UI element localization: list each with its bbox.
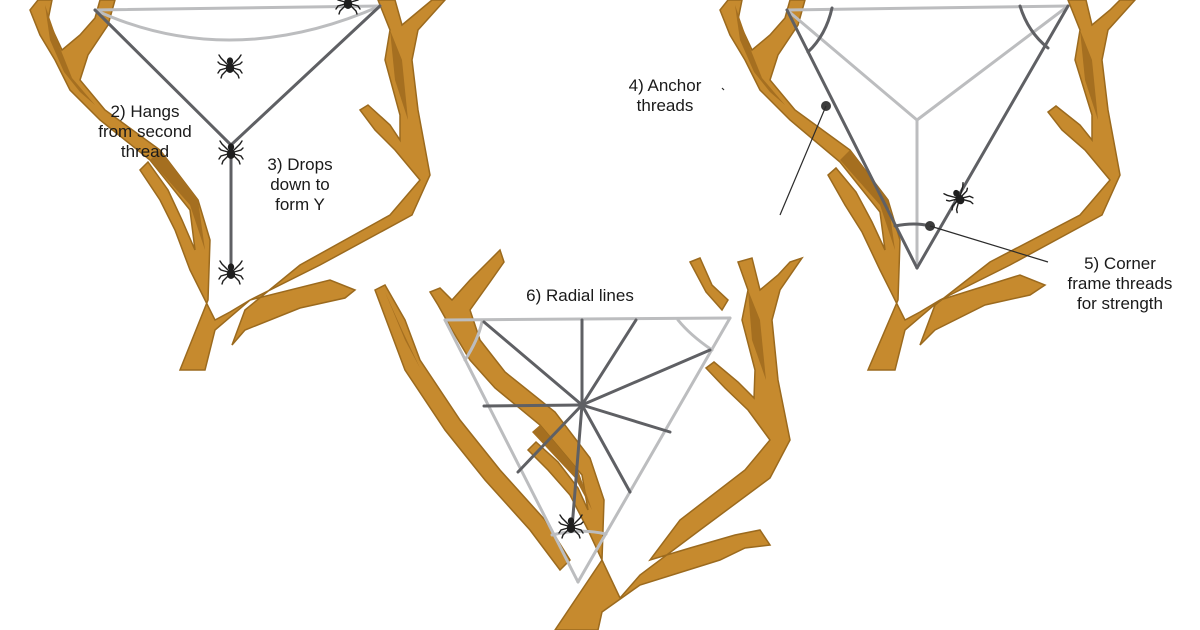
web-stage-3 (443, 316, 732, 584)
label-step-2-line-2: from second (98, 122, 192, 141)
tree-branch-center (374, 248, 804, 630)
label-step-5-line-2: frame threads (1067, 274, 1173, 293)
label-step-4-line-1: 4) Anchor (628, 76, 702, 95)
spider-icon (218, 260, 244, 285)
label-step-5-line-3: for strength (1077, 294, 1163, 313)
label-step-2-line-1: 2) Hangs (110, 102, 180, 121)
label-step-3-line-3: form Y (275, 195, 325, 214)
label-step-2: 2) Hangs from second thread (70, 102, 220, 162)
label-step-6: 6) Radial lines (500, 286, 660, 306)
web-stage-1 (93, 4, 382, 274)
label-step-5-line-1: 5) Corner (1084, 254, 1156, 273)
label-step-2-line-3: thread (120, 142, 170, 161)
spider-icon (217, 54, 243, 79)
spider-icon (558, 514, 584, 539)
tree-branch-right (719, 0, 1137, 371)
label-step-5: 5) Corner frame threads for strength (1050, 254, 1190, 314)
leader-tick (721, 87, 725, 91)
label-step-3-line-1: 3) Drops (267, 155, 333, 174)
leader-line-corner (929, 225, 1049, 263)
spider-icon (942, 181, 977, 215)
label-step-4: 4) Anchor threads (605, 76, 725, 116)
tree-branch-left (29, 0, 447, 371)
label-step-3: 3) Drops down to form Y (240, 155, 360, 215)
label-step-4-line-2: threads (636, 96, 694, 115)
leader-line-anchor (779, 105, 827, 216)
label-step-3-line-2: down to (270, 175, 330, 194)
label-step-6-line-1: 6) Radial lines (526, 286, 634, 305)
